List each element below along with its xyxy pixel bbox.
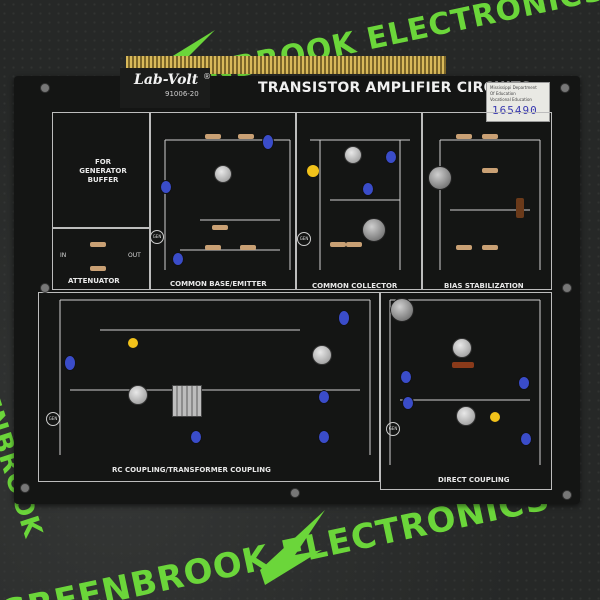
circuit-board [14, 76, 580, 504]
resistor-r3 [346, 242, 362, 247]
resistor-r1 [205, 134, 221, 139]
sticker-line-1: Mississippi Department [490, 85, 537, 90]
resistor [90, 242, 106, 247]
generator-jack: GEN [46, 412, 60, 426]
sticker-line-2: Of Education [490, 91, 516, 96]
label-rc-transformer-coupling: RC COUPLING/TRANSFORMER COUPLING [112, 466, 271, 474]
panel-generator-buffer [52, 112, 150, 228]
capacitor-c1 [160, 180, 172, 194]
panel-common-collector [296, 112, 422, 290]
screw [40, 283, 50, 293]
panel-attenuator [52, 228, 150, 290]
transformer-t1 [172, 385, 202, 417]
screw [290, 488, 300, 498]
label-bias-stabilization: BIAS STABILIZATION [444, 282, 524, 290]
resistor-r2 [205, 245, 221, 250]
brand-logo: Lab-Volt [134, 72, 199, 88]
inventory-number: 165490 [492, 104, 538, 117]
transistor [452, 338, 472, 358]
resistor [90, 266, 106, 271]
panel-bias-stabilization [422, 112, 552, 290]
resistor-r4 [456, 245, 472, 250]
resistor-r7 [482, 245, 498, 250]
screw [20, 483, 30, 493]
logo-bar [120, 68, 210, 108]
screw [560, 83, 570, 93]
capacitor-c2-yellow [128, 338, 138, 348]
screw [40, 83, 50, 93]
capacitor-c3 [262, 134, 274, 150]
resistor-r5 [240, 245, 256, 250]
capacitor [385, 150, 397, 164]
label-out: OUT [128, 252, 141, 259]
capacitor-c1 [402, 396, 414, 410]
potentiometer-r3 [428, 166, 452, 190]
resistor-r5 [482, 134, 498, 139]
generator-jack: GEN [150, 230, 164, 244]
label-direct-coupling: DIRECT COUPLING [438, 476, 510, 484]
registered-mark: ® [203, 72, 211, 81]
transistor-q2 [312, 345, 332, 365]
panel-direct-coupling [380, 292, 552, 490]
screw [562, 490, 572, 500]
resistor-r2 [330, 242, 346, 247]
model-number: 91006-20 [165, 90, 199, 98]
capacitor-c1-yellow [307, 165, 319, 177]
label-common-collector: COMMON COLLECTOR [312, 282, 398, 290]
capacitor-c5 [318, 430, 330, 444]
sticker-line-3: Vocational Education [490, 97, 532, 102]
capacitor [318, 390, 330, 404]
resistor-r3 [212, 225, 228, 230]
resistor-r4 [238, 134, 254, 139]
label-generator-buffer: FOR GENERATOR BUFFER [79, 158, 127, 184]
capacitor-c2 [172, 252, 184, 266]
capacitor-c2-yellow [490, 412, 500, 422]
generator-jack: GEN [297, 232, 311, 246]
capacitor [520, 432, 532, 446]
capacitor-c4 [338, 310, 350, 326]
transistor-q1 [456, 406, 476, 426]
transistor-q1 [214, 165, 232, 183]
transistor-q1 [344, 146, 362, 164]
tree-logo-icon [260, 510, 325, 585]
potentiometer-r1 [390, 298, 414, 322]
resistor-r2 [456, 134, 472, 139]
inventory-sticker [486, 82, 550, 122]
panel-rc-transformer-coupling [38, 292, 380, 482]
capacitor [400, 370, 412, 384]
transistor-q1 [128, 385, 148, 405]
screw [562, 283, 572, 293]
capacitor-c3 [190, 430, 202, 444]
potentiometer-r4 [362, 218, 386, 242]
label-in: IN [60, 252, 67, 259]
resistor [452, 362, 474, 368]
capacitor [518, 376, 530, 390]
capacitor [64, 355, 76, 371]
panel-common-base-emitter [150, 112, 296, 290]
label-common-base-emitter: COMMON BASE/EMITTER [170, 280, 267, 288]
board-title: TRANSISTOR AMPLIFIER CIRCUITS [258, 80, 532, 96]
resistor-r6 [482, 168, 498, 173]
capacitor-c2 [362, 182, 374, 196]
generator-jack: GEN [386, 422, 400, 436]
label-attenuator: ATTENUATOR [68, 277, 120, 285]
resistor-heater [516, 198, 524, 218]
